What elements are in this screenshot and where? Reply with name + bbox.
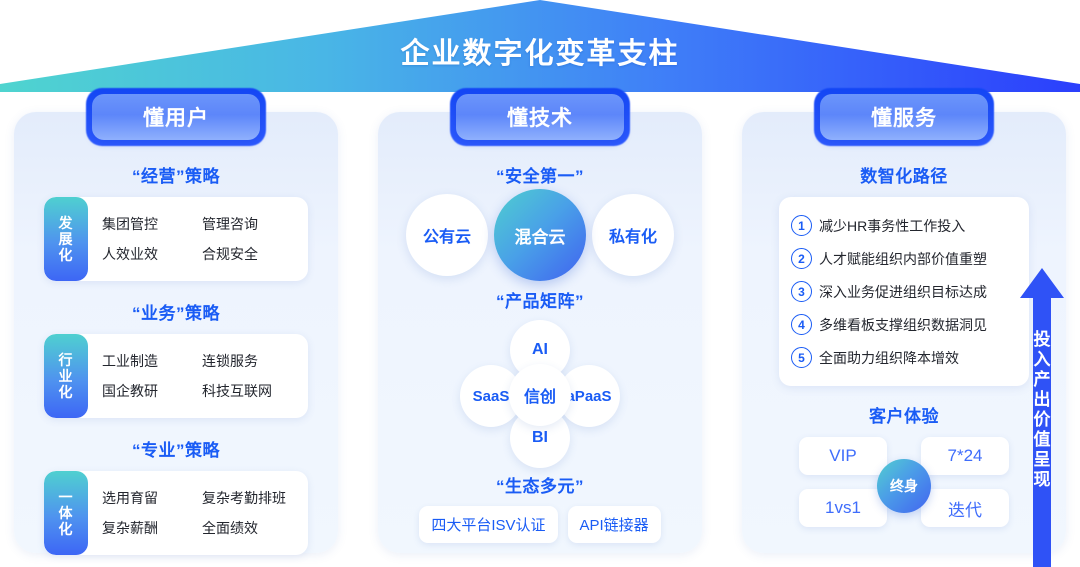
path-item-label: 人才赋能组织内部价值重塑 [819,250,987,267]
strategy-item: 人效业效 [102,246,158,262]
section-title-professional: “专业”策略 [132,441,220,460]
path-item-label: 深入业务促进组织目标达成 [819,283,987,300]
strategy-item: 国企教研 [102,383,158,399]
path-number-badge: 5 [791,347,812,368]
section-title-business: “业务”策略 [132,304,220,323]
section-title-product-matrix: “产品矩阵” [496,292,584,311]
ecosystem-cards-row: 四大平台ISV认证 API链接器 [378,506,702,543]
product-matrix: AI SaaS 信创 aPaaS BI [420,320,660,470]
strategy-item: 合规安全 [202,246,258,262]
strategy-badge-industry: 行 业 化 [44,334,88,418]
badge-char-3: 化 [58,521,74,538]
path-list-item[interactable]: 5 全面助力组织降本增效 [791,341,1019,374]
path-number-badge: 1 [791,215,812,236]
strategy-items-operation: 集团管控 管理咨询 人效业效 合规安全 [88,197,308,281]
pillar-column-technology: 懂技术 “安全第一” 公有云 混合云 私有化 “产品矩阵” AI SaaS 信创… [378,88,702,553]
pillar-header-users[interactable]: 懂用户 [86,88,266,146]
pillars-container: 懂用户 “经营”策略 发 展 化 集团管控 管理咨询 人效业效 合规安全 [0,88,1080,567]
strategy-item: 全面绩效 [202,520,258,536]
strategy-item: 管理咨询 [202,216,258,232]
path-list-item[interactable]: 4 多维看板支撑组织数据洞见 [791,308,1019,341]
arrow-char: 价 [1033,410,1051,430]
cx-center-lifetime[interactable]: 终身 [877,459,931,513]
cx-card-7x24[interactable]: 7*24 [921,437,1009,475]
pillar-header-service[interactable]: 懂服务 [814,88,994,146]
section-title-digital-path: 数智化路径 [860,167,948,186]
arrow-char: 现 [1033,470,1051,490]
strategy-badge-development: 发 展 化 [44,197,88,281]
roof-banner: 企业数字化变革支柱 [0,0,1080,92]
value-arrow-label: 投 入 产 出 价 值 呈 现 [1020,330,1064,490]
value-arrow: 投 入 产 出 价 值 呈 现 [1020,268,1064,567]
badge-char-3: 化 [58,384,74,401]
cx-card-iteration[interactable]: 迭代 [921,489,1009,527]
path-item-label: 减少HR事务性工作投入 [819,217,966,234]
strategy-item: 选用育留 [102,490,158,506]
pillar-header-technology[interactable]: 懂技术 [450,88,630,146]
strategy-item: 复杂考勤排班 [202,490,286,506]
arrow-char: 入 [1033,350,1051,370]
page-title: 企业数字化变革支柱 [400,38,680,70]
badge-char-1: 行 [58,351,74,368]
strategy-item: 复杂薪酬 [102,520,158,536]
strategy-item: 连锁服务 [202,353,258,369]
digital-path-card: 1 减少HR事务性工作投入 2 人才赋能组织内部价值重塑 3 深入业务促进组织目… [779,197,1029,386]
badge-char-3: 化 [58,247,74,264]
strategy-row-business: 行 业 化 工业制造 连锁服务 国企教研 科技互联网 [44,334,308,418]
section-title-security: “安全第一” [496,167,584,186]
path-number-badge: 2 [791,248,812,269]
cloud-option-private[interactable]: 私有化 [592,194,674,276]
pillar-column-users: 懂用户 “经营”策略 发 展 化 集团管控 管理咨询 人效业效 合规安全 [14,88,338,555]
cx-card-vip[interactable]: VIP [799,437,887,475]
arrow-char: 产 [1033,370,1051,390]
badge-char-2: 业 [58,367,74,384]
arrow-char: 值 [1033,430,1051,450]
matrix-node-saas[interactable]: SaaS [460,365,522,427]
ecosystem-card-isv[interactable]: 四大平台ISV认证 [419,506,558,543]
cx-card-1vs1[interactable]: 1vs1 [799,489,887,527]
arrow-shape [1020,268,1064,567]
ecosystem-card-api[interactable]: API链接器 [567,506,661,543]
strategy-item: 科技互联网 [202,383,272,399]
section-title-customer-experience: 客户体验 [869,407,939,426]
strategy-item: 工业制造 [102,353,158,369]
path-item-label: 多维看板支撑组织数据洞见 [819,316,987,333]
pillar-column-service: 懂服务 数智化路径 1 减少HR事务性工作投入 2 人才赋能组织内部价值重塑 3 [742,88,1066,553]
pillar-header-label: 懂用户 [92,94,260,140]
pillar-header-label: 懂服务 [820,94,988,140]
strategy-row-operation: 发 展 化 集团管控 管理咨询 人效业效 合规安全 [44,197,308,281]
cloud-options-row: 公有云 混合云 私有化 [378,187,702,283]
arrow-char: 呈 [1033,450,1051,470]
badge-char-1: 发 [58,214,74,231]
section-title-operation: “经营”策略 [132,167,220,186]
path-number-badge: 3 [791,281,812,302]
path-list-item[interactable]: 1 减少HR事务性工作投入 [791,209,1019,242]
path-list-item[interactable]: 2 人才赋能组织内部价值重塑 [791,242,1019,275]
badge-char-2: 体 [58,504,74,521]
section-title-ecosystem: “生态多元” [496,477,584,496]
cloud-option-hybrid[interactable]: 混合云 [494,189,586,281]
path-number-badge: 4 [791,314,812,335]
strategy-row-professional: 一 体 化 选用育留 复杂考勤排班 复杂薪酬 全面绩效 [44,471,308,555]
strategy-item: 集团管控 [102,216,158,232]
arrow-char: 投 [1033,330,1051,349]
path-list-item[interactable]: 3 深入业务促进组织目标达成 [791,275,1019,308]
strategy-items-business: 工业制造 连锁服务 国企教研 科技互联网 [88,334,308,418]
customer-experience-grid: VIP 7*24 1vs1 迭代 终身 [789,435,1019,529]
matrix-node-xinchuang[interactable]: 信创 [509,364,571,426]
cloud-option-public[interactable]: 公有云 [406,194,488,276]
badge-char-1: 一 [58,488,74,505]
roof-shape [0,0,1080,92]
path-item-label: 全面助力组织降本增效 [819,349,959,366]
arrow-char: 出 [1033,390,1051,410]
pillar-header-label: 懂技术 [456,94,624,140]
badge-char-2: 展 [58,230,74,247]
strategy-badge-integration: 一 体 化 [44,471,88,555]
strategy-items-professional: 选用育留 复杂考勤排班 复杂薪酬 全面绩效 [88,471,308,555]
